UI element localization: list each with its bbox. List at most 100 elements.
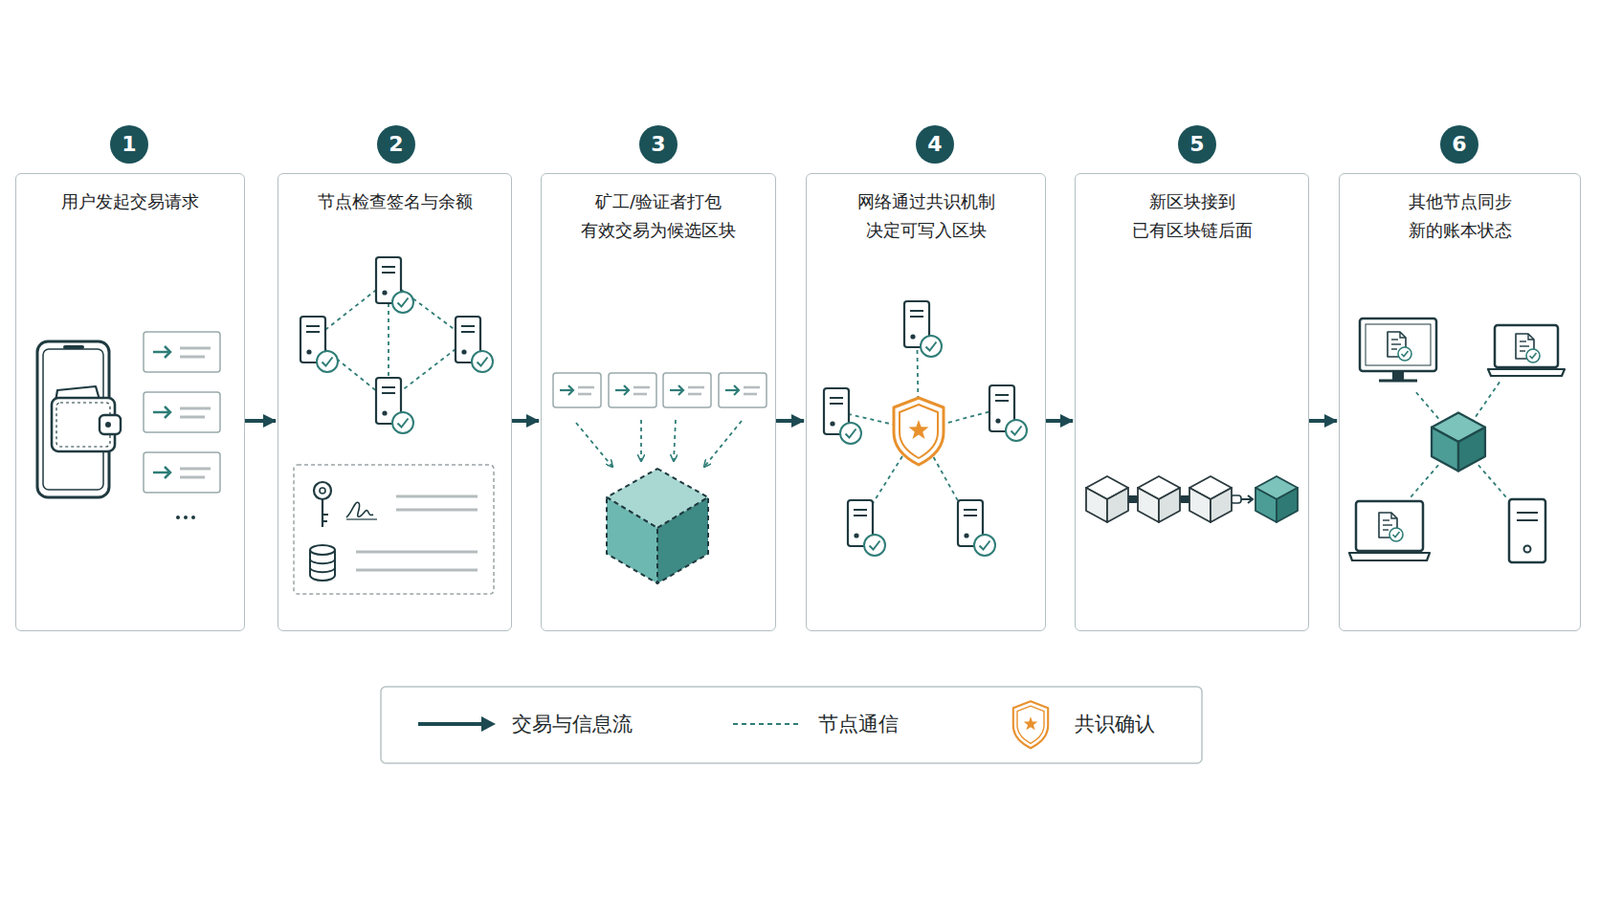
legend-flow-sample [481,716,496,733]
device-icons [1349,553,1430,561]
flow-arrow [1309,419,1337,423]
step-number: 1 [110,125,149,164]
check-panel [293,465,494,595]
step-heading: 用户发起交易请求 [24,187,236,217]
server-icons [989,385,1027,442]
block-chain [1189,476,1232,523]
phone-wallet [56,402,111,447]
server-icons [300,316,338,373]
legend-label: 交易与信息流 [511,710,633,739]
legend-shield-sample [1013,701,1048,749]
consensus-shield [893,398,944,466]
pending-transactions [553,373,767,408]
process-panel: 网络通过共识机制 决定可写入区块 [805,173,1046,632]
step-circles [377,125,416,164]
step-number: 4 [915,125,955,164]
node-network [388,280,468,340]
phone-wallet [99,415,121,435]
step-circles [1440,125,1479,164]
legend-dashed-sample [733,724,799,726]
server-icons [376,257,414,313]
packing-arrows [673,420,676,462]
device-icons [1387,332,1412,361]
step-heading: 其他节点同步 新的账本状态 [1388,187,1533,245]
device-icons [1494,325,1558,368]
check-panel [355,569,478,573]
transaction-cards [143,452,221,493]
legend-dashed-sample [733,723,799,726]
phone-wallet [63,345,85,350]
consensus-links [916,324,919,431]
block-chain [1126,495,1139,504]
block-chain [1230,495,1242,504]
node-network [312,280,468,401]
device-icons [1516,511,1538,514]
block-chain [1137,476,1180,523]
candidate-block [657,497,709,584]
candidate-block [606,468,709,584]
step-number: 5 [1177,125,1217,164]
sync-links [1410,380,1507,498]
legend-frame [380,687,1202,764]
step-number: 6 [1440,125,1479,164]
sync-links [1458,442,1507,498]
device-icons [1392,371,1404,380]
step-number: 3 [639,125,678,164]
flow-arrow [244,419,276,423]
legend-label: 共识确认 [1074,710,1156,739]
block-chain [1086,476,1129,523]
device-icons [1378,379,1418,383]
sync-links [1414,390,1459,443]
synced-block [1431,413,1486,472]
transaction-cards [143,332,221,373]
step-circles [915,125,955,164]
phone-wallet [37,341,110,498]
consensus-shield [893,398,944,466]
synced-block [1431,413,1486,472]
node-network [387,280,390,401]
check-panel [319,488,326,494]
server-icons [847,500,886,556]
transaction-cards [143,332,221,520]
process-panel: 其他节点同步 新的账本状态 [1338,173,1581,632]
block-chain [1255,476,1298,523]
legend-label: 节点通信 [818,710,899,739]
step-heading: 新区块接到 已有区块链后面 [1120,187,1265,245]
device-icons [1516,519,1538,522]
device-icons [1359,318,1437,372]
phone-wallet [55,386,100,402]
process-panel: 矿工/验证者打包 有效交易为候选区块 [540,173,777,632]
packing-arrows [576,422,613,467]
process-panel: 用户发起交易请求 [15,173,245,632]
server-icons [455,316,493,373]
packing-arrows [576,420,742,467]
check-panel [346,502,374,518]
step-heading: 网络通过共识机制 决定可写入区块 [844,187,1008,245]
step-circles [1177,125,1217,164]
step-heading: 节点检查签名与余额 [287,187,503,217]
node-network [312,280,389,340]
server-icons [300,257,493,434]
candidate-block [606,468,709,529]
node-network [388,339,468,401]
consensus-links [918,408,1002,431]
sync-links [1458,380,1501,443]
step-circles [110,125,149,164]
block-chain [1086,476,1298,523]
phone-wallet [105,422,112,428]
device-icons [1378,512,1403,542]
pending-transactions [608,373,657,408]
process-panel: 节点检查签名与余额 [277,173,512,632]
flow-arrow [1045,419,1073,423]
transaction-cards [143,392,221,433]
pending-transactions [718,373,767,408]
device-icons [1509,499,1546,563]
block-chain [1247,495,1253,504]
device-icons [1524,546,1532,554]
device-icons [1365,324,1431,366]
flow-arrow [776,419,804,423]
consensus-links [918,430,971,524]
legend-frame [380,687,1202,764]
